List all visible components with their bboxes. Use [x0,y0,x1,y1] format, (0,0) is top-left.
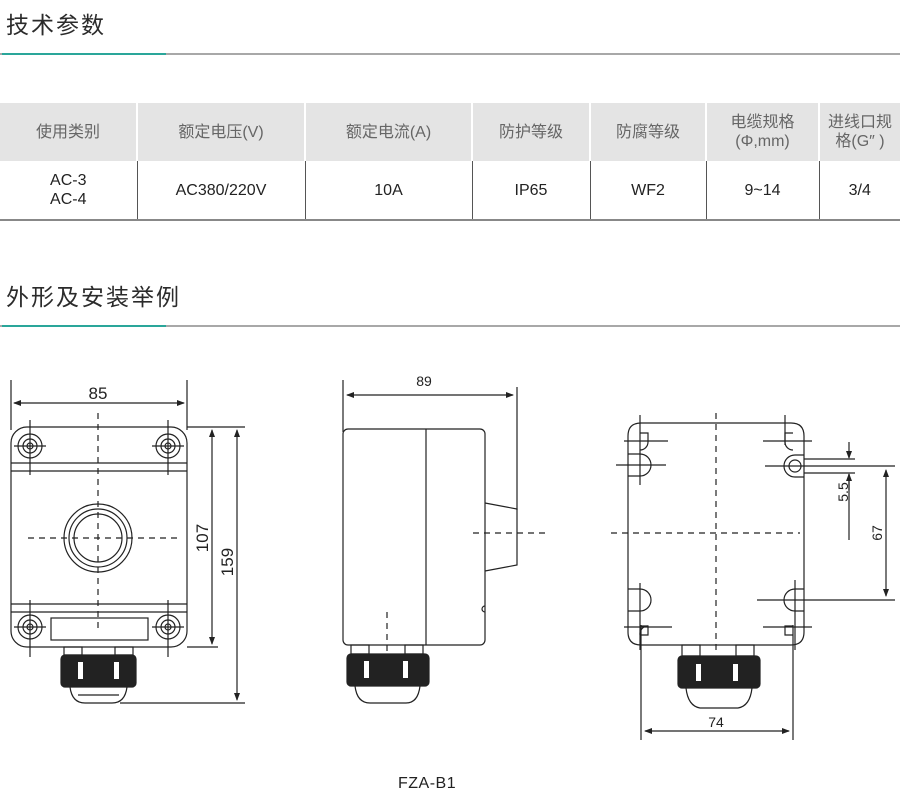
dimension-drawings: 85 107 159 89 [10,373,895,740]
cell-anticorrosion-class: WF2 [589,161,706,221]
header-text: 进线口规 [827,114,892,131]
header-rated-current: 额定电流(A) [304,103,472,161]
cable-gland-icon [60,646,137,704]
header-rated-voltage: 额定电压(V) [136,103,305,161]
mounting-hole-icon [14,420,46,475]
header-text: 格(G″ ) [835,133,885,150]
header-inlet-spec: 进线口规格(G″ ) [818,103,900,161]
section-divider-specs [0,53,900,55]
dim-label-vertical-spacing: 67 [869,525,885,541]
header-usage-category: 使用类别 [0,103,137,161]
divider-accent [2,325,166,327]
dim-label-total-height: 159 [218,548,237,576]
front-view [10,380,245,704]
divider-accent [2,53,166,55]
header-anticorrosion-class: 防腐等级 [589,103,706,161]
cell-text: AC-3 [50,172,87,189]
rear-view [611,413,895,740]
label-plate [50,617,149,641]
section-divider-drawing [0,325,900,327]
notch [481,605,486,613]
spec-table: 使用类别 额定电压(V) 额定电流(A) 防护等级 防腐等级 电缆规格 (Φ,mm… [0,103,900,221]
side-view [342,380,545,704]
header-protection-class: 防护等级 [471,103,590,161]
front-housing [10,426,188,648]
keyhole-slot-icon [624,583,672,650]
model-caption: FZA-B1 [398,775,457,792]
cell-text: WF2 [631,181,665,199]
dim-label-side-depth: 89 [416,373,432,389]
cell-text: 9~14 [744,181,781,199]
header-cable-spec: 电缆规格 (Φ,mm) [705,103,819,161]
cell-inlet-spec: 3/4 [818,161,900,221]
mounting-hole-icon [152,600,184,657]
keyhole-slot-icon [757,580,895,650]
dim-label-front-width: 85 [89,384,108,403]
cell-text: 3/4 [848,181,871,199]
cell-rated-voltage: AC380/220V [136,161,305,221]
mounting-hole-icon [14,600,46,657]
keyhole-slot-icon [763,415,895,478]
dim-label-horizontal-spacing: 74 [708,714,724,730]
dim-label-body-height: 107 [193,524,212,552]
cell-protection-class: IP65 [471,161,590,221]
header-text: 电缆规格 [730,114,795,131]
header-text: 使用类别 [35,123,100,141]
cell-cable-spec: 9~14 [705,161,819,221]
keyhole-slot-icon [616,415,668,485]
header-text: 防腐等级 [615,123,680,141]
cell-text: AC380/220V [175,181,267,199]
cell-text: 10A [374,181,403,199]
pushbutton-profile [484,502,518,572]
cell-rated-current: 10A [304,161,472,221]
cable-gland-icon [677,644,761,709]
side-housing [342,428,486,646]
section-title-specs: 技术参数 [6,13,106,39]
mounting-hole-icon [152,420,184,475]
header-text: (Φ,mm) [735,133,790,150]
cell-text: AC-4 [50,191,87,208]
dim-label-hole-diameter: 5.5 [835,482,851,502]
cable-gland-icon [346,644,430,704]
spec-table-header-row: 使用类别 额定电压(V) 额定电流(A) 防护等级 防腐等级 电缆规格 (Φ,mm… [0,103,900,161]
header-text: 防护等级 [498,123,563,141]
header-text: 额定电流(A) [345,123,432,141]
section-title-drawing: 外形及安装举例 [6,285,181,311]
header-text: 额定电压(V) [178,123,264,141]
cell-text: IP65 [514,181,548,199]
